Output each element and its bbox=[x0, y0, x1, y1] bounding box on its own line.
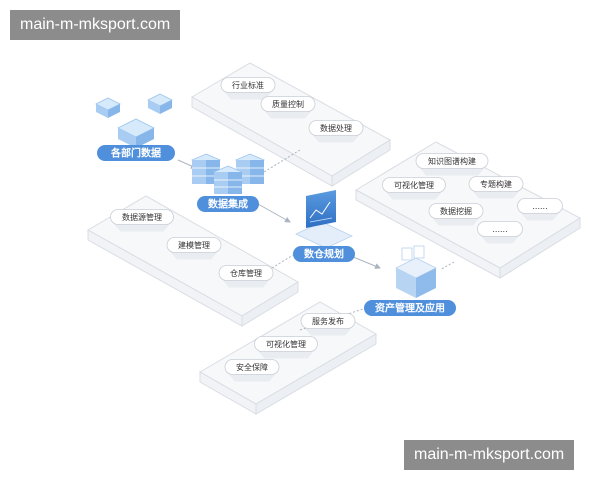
cube-icon bbox=[147, 93, 173, 114]
tag-modeling-mgmt: 建模管理 bbox=[166, 237, 222, 260]
tag-background bbox=[477, 221, 523, 237]
tag-background bbox=[220, 77, 276, 93]
tag-label: 数据处理 bbox=[320, 123, 352, 133]
arrow-integration-warehouse bbox=[257, 203, 291, 223]
server-stack-icon bbox=[190, 153, 266, 194]
watermark-bottom: main-m-mksport.com bbox=[404, 440, 575, 470]
watermark-top: main-m-mksport.com bbox=[10, 10, 181, 40]
tag-background bbox=[224, 359, 280, 375]
tag-background bbox=[218, 265, 274, 281]
node-departments-label: 各部门数据 bbox=[97, 145, 175, 161]
tag-label: 数据挖掘 bbox=[440, 206, 472, 216]
tag-ellipsis: ...... bbox=[517, 198, 563, 221]
node-pill-label: 数据集成 bbox=[208, 198, 248, 211]
tag-label: 专题构建 bbox=[480, 179, 512, 189]
node-pill-label: 数仓规划 bbox=[304, 248, 344, 261]
tag-label: ...... bbox=[532, 202, 547, 211]
tag-data-mining: 数据挖掘 bbox=[428, 203, 484, 226]
tag-background bbox=[382, 177, 446, 193]
tag-background bbox=[166, 237, 222, 253]
tag-base-shadow bbox=[258, 351, 314, 359]
cube-icon bbox=[95, 97, 121, 118]
tag-warehouse-mgmt: 仓库管理 bbox=[218, 265, 274, 288]
tag-label: 建模管理 bbox=[178, 240, 210, 250]
tag-label: 服务发布 bbox=[312, 316, 344, 326]
tag-visual-management: 可视化管理 bbox=[382, 177, 446, 200]
node-pill-background bbox=[293, 246, 355, 262]
tag-base-shadow bbox=[305, 328, 351, 336]
tag-base-shadow bbox=[521, 213, 559, 221]
tag-visual-management: 可视化管理 bbox=[254, 336, 318, 359]
tag-datasource-mgmt: 数据源管理 bbox=[110, 209, 174, 232]
node-pill-background bbox=[197, 196, 259, 212]
tag-quality-control: 质量控制 bbox=[260, 96, 316, 119]
tag-base-shadow bbox=[473, 191, 519, 199]
tag-base-shadow bbox=[171, 252, 217, 260]
tag-background bbox=[300, 313, 356, 329]
tag-base-shadow bbox=[223, 280, 269, 288]
tag-data-processing: 数据处理 bbox=[308, 120, 364, 143]
tag-industry-standard: 行业标准 bbox=[220, 77, 276, 100]
tag-label: 仓库管理 bbox=[230, 268, 262, 278]
tag-base-shadow bbox=[433, 218, 479, 226]
tag-security: 安全保障 bbox=[224, 359, 280, 382]
box-icon bbox=[395, 245, 437, 298]
node-integration-label: 数据集成 bbox=[197, 196, 259, 212]
node-pill-background bbox=[97, 145, 175, 161]
tag-base-shadow bbox=[225, 92, 271, 100]
tag-base-shadow bbox=[386, 192, 442, 200]
tag-ellipsis: ...... bbox=[477, 221, 523, 244]
departments-cluster bbox=[95, 93, 173, 148]
tag-label: 安全保障 bbox=[236, 362, 268, 372]
cube-icon bbox=[117, 118, 155, 148]
tag-label: ...... bbox=[492, 225, 507, 234]
monitor-icon bbox=[295, 190, 353, 249]
tag-background bbox=[260, 96, 316, 112]
tag-background bbox=[517, 198, 563, 214]
tag-topic-build: 专题构建 bbox=[468, 176, 524, 199]
node-pill-label: 各部门数据 bbox=[110, 147, 161, 160]
node-pill-background bbox=[364, 300, 456, 316]
tag-base-shadow bbox=[420, 168, 484, 176]
tag-label: 可视化管理 bbox=[394, 180, 434, 190]
tag-label: 可视化管理 bbox=[266, 339, 306, 349]
tag-knowledge-graph: 知识图谱构建 bbox=[415, 153, 489, 176]
tag-background bbox=[415, 153, 489, 169]
tag-service-publish: 服务发布 bbox=[300, 313, 356, 336]
tag-base-shadow bbox=[265, 111, 311, 119]
tag-base-shadow bbox=[313, 135, 359, 143]
tag-background bbox=[110, 209, 174, 225]
link-standards bbox=[263, 149, 301, 173]
tag-background bbox=[468, 176, 524, 192]
node-warehouse-label: 数仓规划 bbox=[293, 246, 355, 262]
tag-background bbox=[254, 336, 318, 352]
tag-background bbox=[428, 203, 484, 219]
tag-label: 行业标准 bbox=[232, 80, 264, 90]
tag-label: 质量控制 bbox=[272, 99, 304, 109]
node-assets-label: 资产管理及应用 bbox=[364, 300, 456, 316]
tag-background bbox=[308, 120, 364, 136]
tag-base-shadow bbox=[481, 236, 519, 244]
tag-label: 数据源管理 bbox=[122, 212, 162, 222]
node-pill-label: 资产管理及应用 bbox=[375, 302, 445, 315]
tag-base-shadow bbox=[114, 224, 170, 232]
tag-label: 知识图谱构建 bbox=[428, 156, 476, 166]
tag-base-shadow bbox=[229, 374, 275, 382]
link-knowledge bbox=[439, 261, 455, 271]
